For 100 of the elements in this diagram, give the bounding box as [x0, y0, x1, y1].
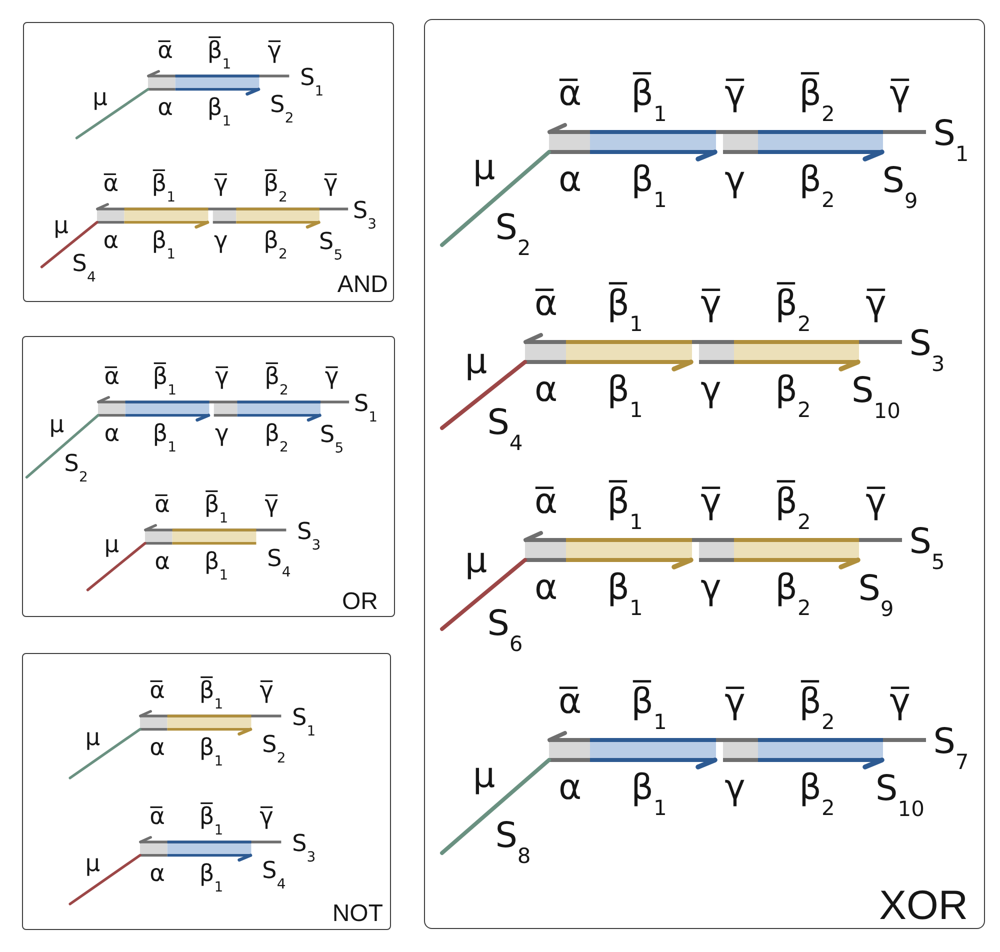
strand-label: S$_{1}$: [290, 702, 317, 738]
domain-label: γ̅: [864, 481, 888, 524]
domain-label: α: [154, 547, 171, 578]
domain-label: α: [103, 419, 121, 450]
domain-label: β$_{1}$: [198, 733, 224, 769]
domain-label: μ: [472, 147, 496, 190]
domain-label: γ: [212, 226, 229, 256]
domain-label: α̅: [156, 36, 174, 66]
strand-label: S$_{3}$: [908, 323, 946, 375]
domain-label: γ: [700, 567, 722, 610]
gate-name: XOR: [879, 885, 968, 926]
domain-label: β̅$_{1}$: [630, 680, 668, 733]
domain-label: β̅$_{1}$: [606, 282, 644, 335]
domain-label: γ̅: [266, 36, 282, 66]
strand-label: S$_{2}$: [261, 730, 287, 766]
domain-label: γ̅: [700, 283, 722, 326]
domain-label: β̅$_{2}$: [798, 72, 836, 125]
domain-label: β$_{2}$: [798, 767, 836, 819]
domain-label: β$_{1}$: [630, 159, 668, 211]
domain-label: α: [156, 93, 174, 124]
domain-label: γ̅: [700, 481, 722, 524]
domain-label: α̅: [102, 169, 120, 200]
domain-label: α̅: [103, 362, 121, 392]
domain-label: γ: [724, 767, 746, 810]
domain-label: β$_{2}$: [774, 567, 812, 619]
domain-label: β̅$_{1}$: [203, 490, 230, 526]
strand-label: S$_{5}$: [318, 420, 345, 456]
gate-panel: [22, 336, 395, 617]
domain-label: β$_{2}$: [262, 226, 288, 262]
domain-label: γ̅: [258, 802, 274, 832]
domain-label: γ̅: [324, 362, 340, 392]
domain-label: α: [148, 733, 166, 764]
domain-label: μ: [92, 82, 108, 113]
domain-label: μ: [464, 540, 488, 584]
domain-label: β$_{1}$: [606, 369, 644, 421]
domain-label: α: [148, 859, 166, 890]
domain-label: β$_{2}$: [774, 369, 812, 421]
strand-label: S$_{6}$: [486, 602, 524, 654]
domain-label: β̅$_{1}$: [630, 72, 668, 125]
gate-name: AND: [337, 273, 388, 297]
gate-panel: [23, 22, 394, 302]
strand-label: S$_{3}$: [290, 828, 317, 864]
domain-label: β̅$_{2}$: [798, 680, 836, 733]
domain-label: γ̅: [724, 681, 746, 724]
domain-label: γ̅: [322, 169, 339, 200]
domain-label: β̅$_{2}$: [264, 362, 290, 398]
domain-label: γ̅: [888, 73, 912, 116]
domain-label: β$_{1}$: [203, 547, 230, 583]
strand-label: S$_{5}$: [908, 521, 946, 573]
domain-label: β$_{1}$: [150, 226, 176, 262]
strand-label: S$_{5}$: [318, 227, 344, 263]
strand-label: S$_{4}$: [261, 856, 287, 892]
domain-label: β̅$_{1}$: [198, 802, 224, 838]
strand-label: S$_{3}$: [296, 516, 322, 552]
strand-label: S$_{9}$: [881, 160, 919, 212]
domain-label: α̅: [148, 802, 166, 832]
strand-label: S$_{10}$: [850, 370, 902, 422]
domain-label: β$_{1}$: [630, 767, 668, 819]
domain-label: γ: [724, 159, 746, 202]
domain-label: β$_{1}$: [152, 419, 178, 455]
domain-label: γ̅: [264, 490, 280, 520]
domain-label: μ: [472, 755, 496, 798]
domain-label: α̅: [148, 676, 166, 706]
domain-label: β$_{2}$: [264, 419, 290, 455]
gate-panel: [22, 653, 391, 930]
strand-label: S$_{10}$: [874, 768, 926, 820]
domain-label: α: [557, 159, 583, 202]
strand-label: S$_{4}$: [486, 402, 524, 454]
domain-label: μ: [84, 848, 102, 879]
domain-label: γ̅: [888, 681, 912, 724]
domain-label: μ: [52, 210, 70, 241]
domain-label: β$_{1}$: [206, 93, 232, 129]
domain-label: β̅$_{1}$: [150, 169, 176, 205]
domain-label: β̅$_{1}$: [198, 676, 224, 712]
strand-label: S$_{1}$: [932, 113, 970, 165]
strand-label: S$_{3}$: [352, 196, 378, 232]
domain-label: α: [557, 767, 583, 810]
strand-label: S$_{9}$: [857, 568, 895, 620]
domain-label: α̅: [533, 481, 559, 524]
domain-label: γ̅: [864, 283, 888, 326]
domain-label: γ̅: [212, 169, 229, 200]
domain-label: μ: [84, 722, 102, 753]
strand-label: S$_{1}$: [352, 388, 379, 424]
domain-label: α: [102, 226, 120, 256]
domain-label: β̅$_{2}$: [774, 480, 812, 533]
domain-label: γ̅: [258, 676, 274, 706]
domain-label: α: [533, 567, 559, 610]
strand-label: S$_{8}$: [494, 814, 532, 866]
domain-label: μ: [48, 410, 66, 440]
domain-label: α̅: [557, 681, 583, 724]
domain-label: μ: [103, 530, 120, 560]
domain-label: β$_{1}$: [198, 859, 224, 895]
domain-label: β̅$_{2}$: [774, 282, 812, 335]
strand-label: S$_{2}$: [63, 449, 89, 485]
domain-label: γ: [700, 369, 722, 412]
domain-label: β̅$_{1}$: [606, 480, 644, 533]
domain-label: α̅: [557, 73, 583, 116]
domain-label: μ: [464, 341, 488, 384]
domain-label: α: [533, 369, 559, 412]
gate-panel: [424, 19, 985, 929]
